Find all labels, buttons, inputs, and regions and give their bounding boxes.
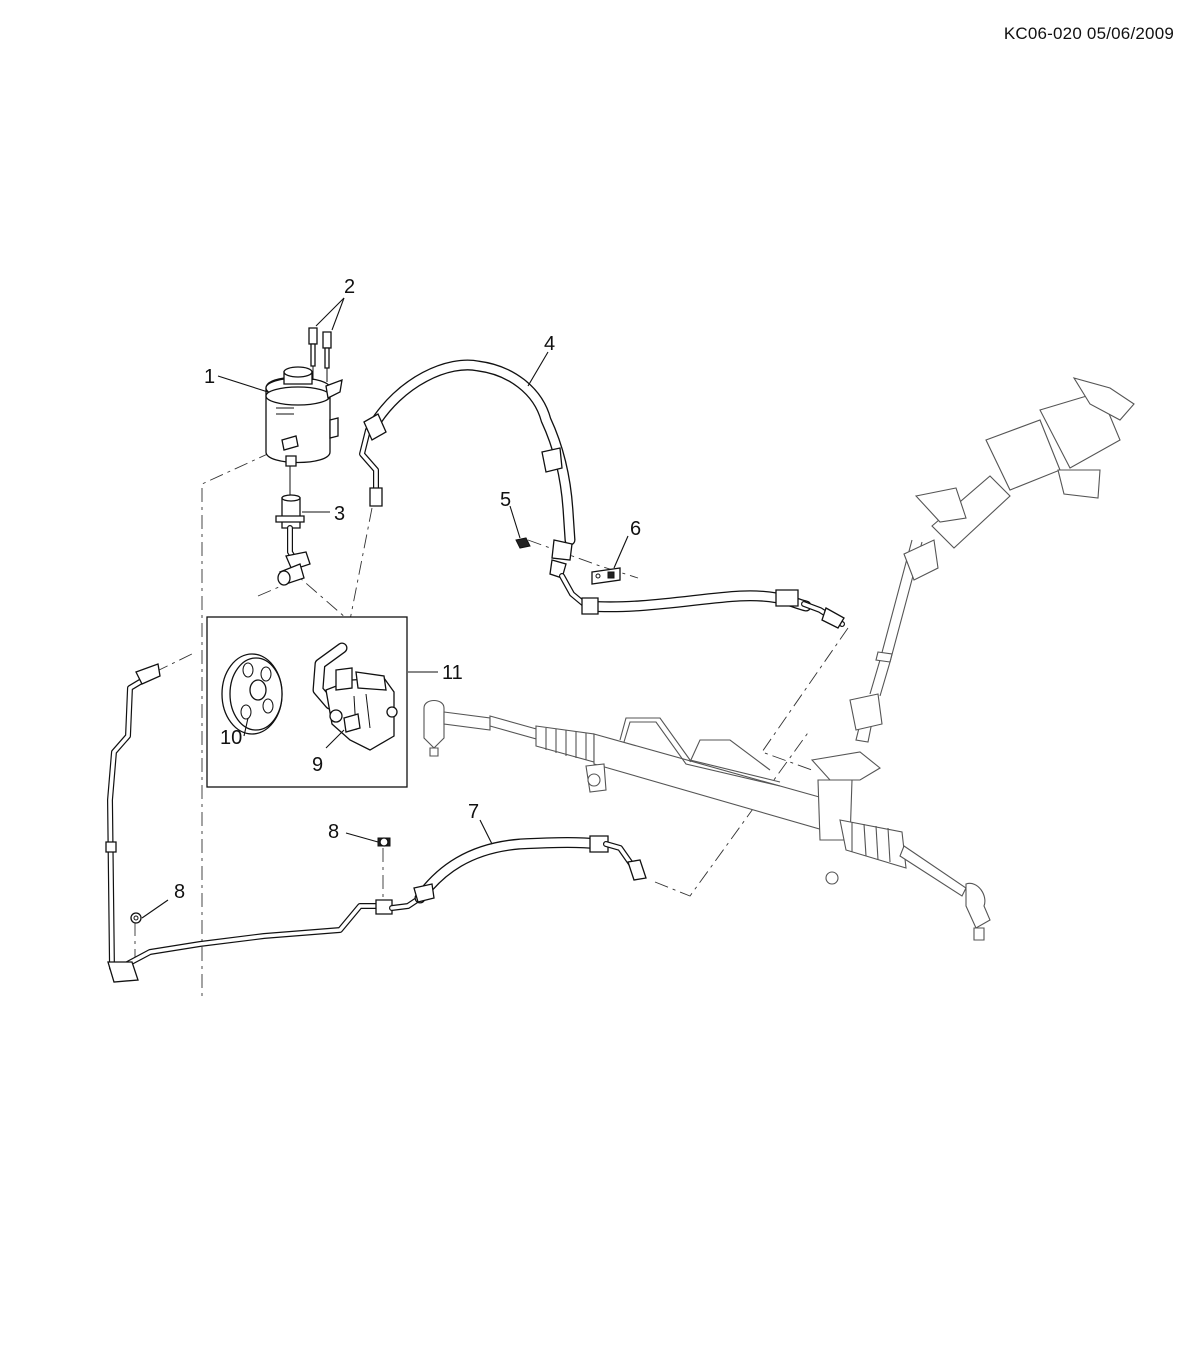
callout-11: 11 <box>442 662 463 684</box>
callout-7: 7 <box>468 801 479 823</box>
callout-2: 2 <box>344 276 355 298</box>
steering-column[interactable] <box>849 377 1135 743</box>
pressure-hose-part[interactable] <box>359 359 845 629</box>
callout-3: 3 <box>334 503 345 525</box>
return-line-part[interactable] <box>105 663 647 983</box>
callout-1: 1 <box>204 366 215 388</box>
nut-part-upper[interactable] <box>377 837 391 847</box>
bracket-bolt-part[interactable] <box>515 537 531 549</box>
power-steering-pump-part[interactable] <box>312 642 398 751</box>
callout-8-upper: 8 <box>328 821 339 843</box>
document-code: KC06-020 05/06/2009 <box>1003 24 1174 43</box>
steering-rack[interactable] <box>423 699 991 941</box>
callout-8-lower: 8 <box>174 881 185 903</box>
callout-5: 5 <box>500 489 511 511</box>
callout-10: 10 <box>220 727 242 749</box>
leader-lines <box>141 297 629 919</box>
reservoir-part[interactable] <box>265 366 343 467</box>
callout-6: 6 <box>630 518 641 540</box>
callout-9: 9 <box>312 754 323 776</box>
nut-part-lower[interactable] <box>130 912 142 924</box>
pump-pulley-part[interactable] <box>221 653 283 735</box>
reservoir-hose-part[interactable] <box>275 466 311 586</box>
reservoir-bolts-part[interactable] <box>308 327 332 382</box>
hose-bracket-part[interactable] <box>591 567 621 585</box>
callouts: 1 2 3 4 5 6 7 8 8 9 10 11 <box>174 276 641 903</box>
callout-4: 4 <box>544 333 555 355</box>
